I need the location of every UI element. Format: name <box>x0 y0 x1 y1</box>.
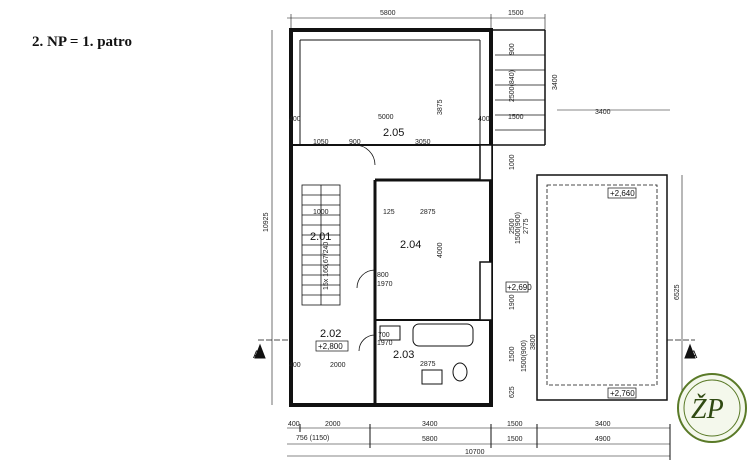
dim-1050: 1050 <box>313 139 329 146</box>
sink <box>379 325 401 341</box>
logo-text: ŽP <box>691 394 724 425</box>
dim-1970: 1970 <box>377 281 393 288</box>
dim-b5800: 5800 <box>422 436 438 443</box>
room-2-05: 2.05 <box>383 127 404 139</box>
bathtub <box>412 323 474 347</box>
dim-b3400b: 3400 <box>595 421 611 428</box>
dim-3400: 3400 <box>595 109 611 116</box>
dim-800: 800 <box>377 272 389 279</box>
toilet <box>452 362 468 382</box>
section-a-right: A <box>690 349 698 361</box>
stair-note: 15x 166,67/240 <box>323 242 330 290</box>
dim-1970b: 1970 <box>377 340 393 347</box>
room-2-02: 2.02 <box>320 328 341 340</box>
dim-b1500b: 1500 <box>507 436 523 443</box>
plan-heading: 2. NP = 1. patro <box>32 34 132 50</box>
dim-3875: 3875 <box>437 99 444 115</box>
room-2-03: 2.03 <box>393 349 414 361</box>
level-2640: +2,640 <box>610 189 635 198</box>
dim-v900: 900 <box>509 43 516 55</box>
dim-900: 900 <box>349 139 361 146</box>
dim-b3400: 3400 <box>422 421 438 428</box>
dim-v2500-840: 2500(840) <box>509 70 516 102</box>
dim-v1500-900b: 1500(900) <box>521 340 528 372</box>
dim-v3400: 3400 <box>552 74 559 90</box>
level-2690: +2,690 <box>507 283 532 292</box>
level-2760: +2,760 <box>610 389 635 398</box>
level-2-02: +2,800 <box>318 342 343 351</box>
dim-2875b: 2875 <box>420 361 436 368</box>
dim-b756: 756 (1150) <box>296 435 329 442</box>
dim-125: 125 <box>383 209 395 216</box>
dim-v3800: 3800 <box>530 334 537 350</box>
dim-5000: 5000 <box>378 114 394 121</box>
dim-700: 700 <box>378 332 390 339</box>
dim-v1000: 1000 <box>509 154 516 170</box>
dim-b2000: 2000 <box>325 421 341 428</box>
dim-2875: 2875 <box>420 209 436 216</box>
dim-3050: 3050 <box>415 139 431 146</box>
dim-400a: 400 <box>289 116 301 123</box>
outer-wall <box>289 28 493 407</box>
dim-1000: 1000 <box>313 209 329 216</box>
terrace-outline <box>536 174 668 401</box>
dim-4000: 4000 <box>437 242 444 258</box>
staircase <box>301 184 341 306</box>
dim-6525: 6525 <box>674 284 681 300</box>
section-a-left: A <box>253 349 261 361</box>
room-2-04: 2.04 <box>400 239 421 251</box>
dim-400c: 400 <box>289 362 301 369</box>
dim-v625: 625 <box>509 386 516 398</box>
dim-top-5800: 5800 <box>380 10 396 17</box>
dim-b4900: 4900 <box>595 436 611 443</box>
zp-logo: ŽP <box>677 373 747 443</box>
dim-2000: 2000 <box>330 362 346 369</box>
room-2-01: 2.01 <box>310 231 331 243</box>
dim-v2500: 2500 <box>509 218 516 234</box>
dim-1500: 1500 <box>508 114 524 121</box>
dim-v1500: 1500 <box>509 346 516 362</box>
balcony-hatch <box>495 54 545 131</box>
terrace-inner <box>546 184 658 386</box>
dim-top-1500: 1500 <box>508 10 524 17</box>
dim-b10700: 10700 <box>465 449 485 456</box>
dim-v1500-900: 1500(900) <box>515 212 522 244</box>
dim-b400: 400 <box>288 421 300 428</box>
dim-b1500: 1500 <box>507 421 523 428</box>
dim-10925: 10925 <box>263 212 270 232</box>
dim-400b: 400 <box>478 116 490 123</box>
dim-v2775: 2775 <box>523 218 530 234</box>
dim-v1900: 1900 <box>509 294 516 310</box>
